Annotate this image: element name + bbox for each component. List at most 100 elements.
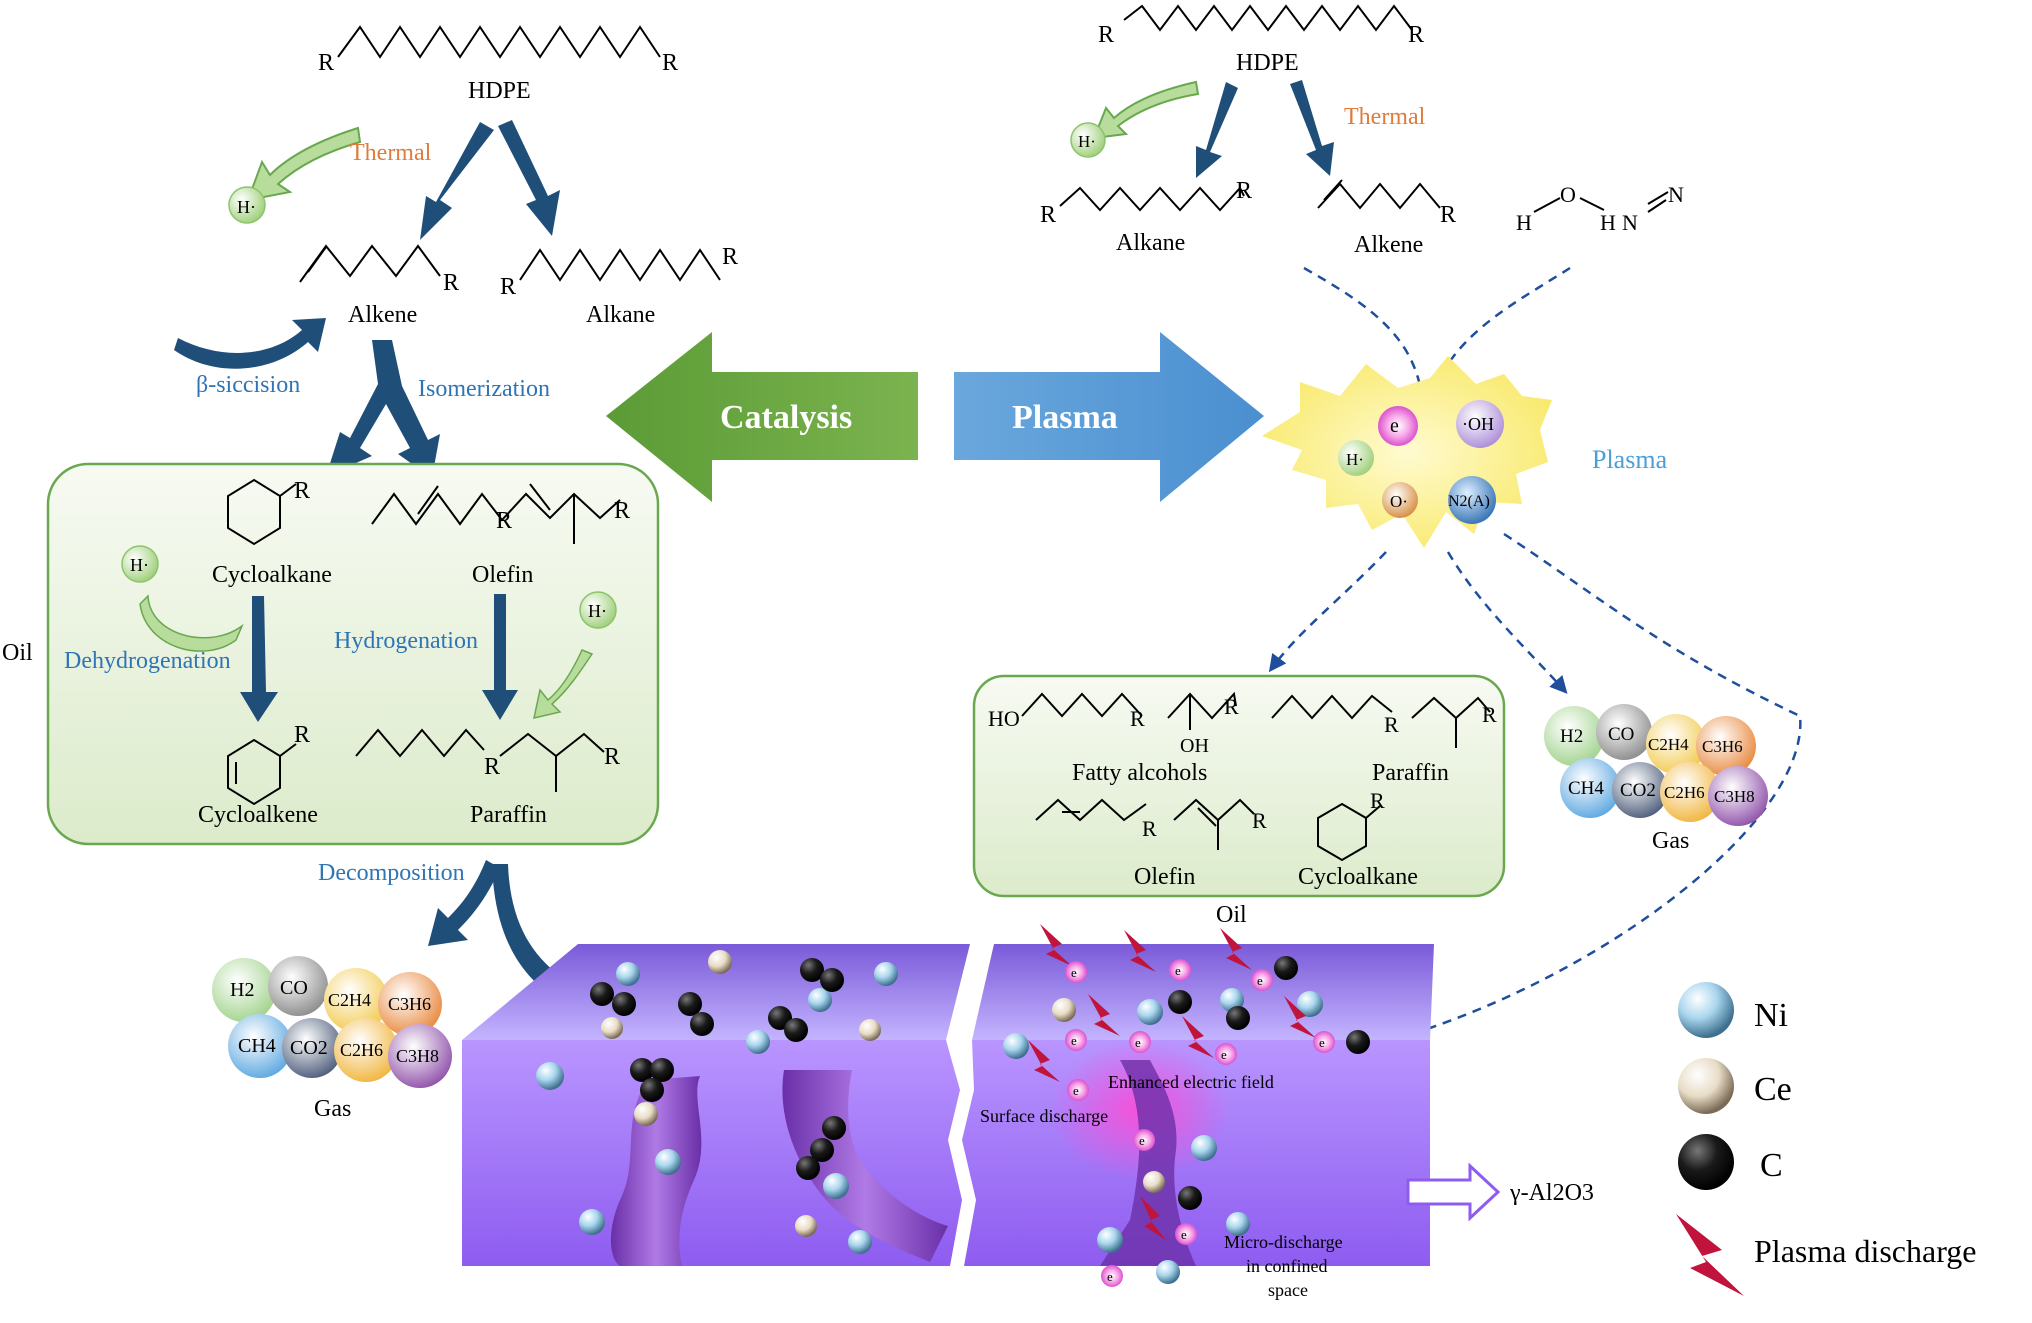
legend-ce-icon [1678, 1058, 1734, 1114]
c-particle [640, 1078, 664, 1102]
right-oil-ho: HO [988, 706, 1020, 731]
right-gas-c3h6-sphere [1696, 716, 1756, 776]
lightning-icon [1040, 924, 1072, 966]
right-alkene-structure [1317, 182, 1441, 210]
paraffin-r1: R [484, 754, 500, 780]
plasma-n2a-label: N2(A) [1448, 493, 1490, 510]
right-gas-ch4-label: CH4 [1568, 778, 1604, 799]
right-cycloalkane-label: Cycloalkane [1298, 864, 1418, 890]
right-gas-h2-label: H2 [1560, 726, 1583, 747]
catalysis-arrow [606, 332, 918, 502]
c-particle [1226, 1006, 1250, 1030]
plasma-arrow-label: Plasma [1012, 399, 1118, 436]
micro-discharge-line3: space [1268, 1280, 1308, 1300]
cycloalkane-r: R [294, 478, 310, 504]
right-gas-co-label: CO [1608, 724, 1634, 745]
electron-icon [1251, 969, 1273, 991]
left-alkane-label: Alkane [586, 302, 655, 328]
ce-particle [601, 1017, 623, 1039]
lightning-icon [1124, 930, 1156, 972]
right-hdpe-r1: R [1098, 22, 1114, 48]
molecule-h2: H [1600, 210, 1616, 235]
left-h-radical-label: H· [237, 197, 256, 217]
electron-icon [1313, 1031, 1335, 1053]
ni-particle [1097, 1227, 1123, 1253]
pore-3-discharge [1100, 1060, 1196, 1266]
left-hdpe-r2: R [662, 50, 678, 76]
right-alkane-r1: R [1040, 202, 1056, 228]
electron-label: e [1139, 1133, 1145, 1148]
left-alkane-structure [519, 248, 721, 282]
paraffin-branch-structure [499, 732, 605, 792]
left-oil-label: Oil [2, 640, 33, 666]
right-oil-box [972, 674, 1506, 898]
right-gas-c3h8-label: C3H8 [1714, 787, 1755, 806]
fatty-alcohol-r: R [1130, 706, 1145, 731]
right-gas-c2h4-label: C2H4 [1648, 735, 1689, 754]
right-gas-co-sphere [1596, 704, 1652, 760]
plasma-oh-icon [1456, 400, 1504, 448]
lightning-icon [1220, 928, 1252, 970]
left-oil-box [46, 462, 660, 846]
right-olefin-r1: R [1142, 816, 1157, 841]
feed-dashed-line-1 [1303, 266, 1422, 387]
right-alkane-label: Alkane [1116, 230, 1185, 256]
gas-c3h8-label: C3H8 [396, 1046, 439, 1066]
micro-discharge-line1: Micro-discharge [1224, 1232, 1343, 1252]
center-arrows: Catalysis Plasma [606, 332, 1264, 502]
right-paraffin-structure [1271, 694, 1491, 748]
ni-particle [536, 1062, 564, 1090]
electron-label: e [1257, 973, 1263, 988]
c-particle [590, 982, 614, 1006]
right-alkene-double-bond [1323, 179, 1343, 201]
slab-top-right [972, 944, 1434, 1040]
legend-discharge-label: Plasma discharge [1754, 1233, 1976, 1269]
right-molecule-bonds [1533, 191, 1669, 213]
paraffin-label: Paraffin [470, 802, 547, 828]
particles-c [590, 956, 1370, 1210]
catalyst-block: e e e e e e e e e e e Enhanced electric … [462, 924, 1594, 1300]
lightning-icon [1284, 996, 1316, 1038]
left-alkene-label: Alkene [348, 302, 417, 328]
olefin-r2: R [614, 498, 630, 524]
left-alkane-r2: R [722, 244, 738, 270]
right-hdpe-chain [1123, 4, 1413, 32]
plasma-oh-label: ·OH [1462, 414, 1494, 434]
olefin-double-bond-b [529, 483, 551, 511]
plasma-to-catalyst-dashed [1386, 532, 1802, 1046]
lightning-icon [1088, 994, 1120, 1036]
ni-particle [579, 1209, 605, 1235]
c-particle [800, 958, 824, 982]
left-hdpe-label: HDPE [468, 78, 531, 104]
oil-h-radical-2-label: H· [588, 601, 607, 621]
left-alkene-structure [299, 244, 441, 283]
gas-co-label: CO [280, 977, 308, 999]
olefin-double-bond-a [417, 485, 439, 515]
gas-ch4-label: CH4 [238, 1035, 276, 1057]
right-alkane-r2: R [1236, 178, 1252, 204]
oil-h-radical-2-icon [579, 591, 617, 629]
gas-c3h8-sphere [388, 1024, 452, 1088]
c-particle [820, 968, 844, 992]
decomposition-arrow-gas [428, 860, 500, 946]
fatty-alcohols-label: Fatty alcohols [1072, 760, 1207, 786]
legend-ni-icon [1678, 982, 1734, 1038]
ni-particle [823, 1173, 849, 1199]
left-thermal-label: Thermal [350, 140, 432, 166]
right-h-radical-label: H· [1078, 132, 1096, 151]
electron-icon [1067, 1079, 1089, 1101]
molecule-o: O [1560, 182, 1576, 207]
plasma-discharges [1028, 924, 1316, 1240]
plasma-h-icon [1338, 440, 1374, 476]
legend-c-label: C [1760, 1147, 1783, 1184]
electron-label: e [1181, 1227, 1187, 1242]
legend-ni-label: Ni [1754, 997, 1788, 1034]
right-oil-label: Oil [1216, 902, 1247, 928]
olefin-down-arrow [482, 594, 518, 720]
left-alkene-r: R [443, 270, 459, 296]
isomerization-label: Isomerization [418, 376, 550, 402]
ce-particle [708, 950, 732, 974]
gas-ch4-sphere [228, 1014, 292, 1078]
ce-particle [634, 1102, 658, 1126]
c-particle [1178, 1186, 1202, 1210]
